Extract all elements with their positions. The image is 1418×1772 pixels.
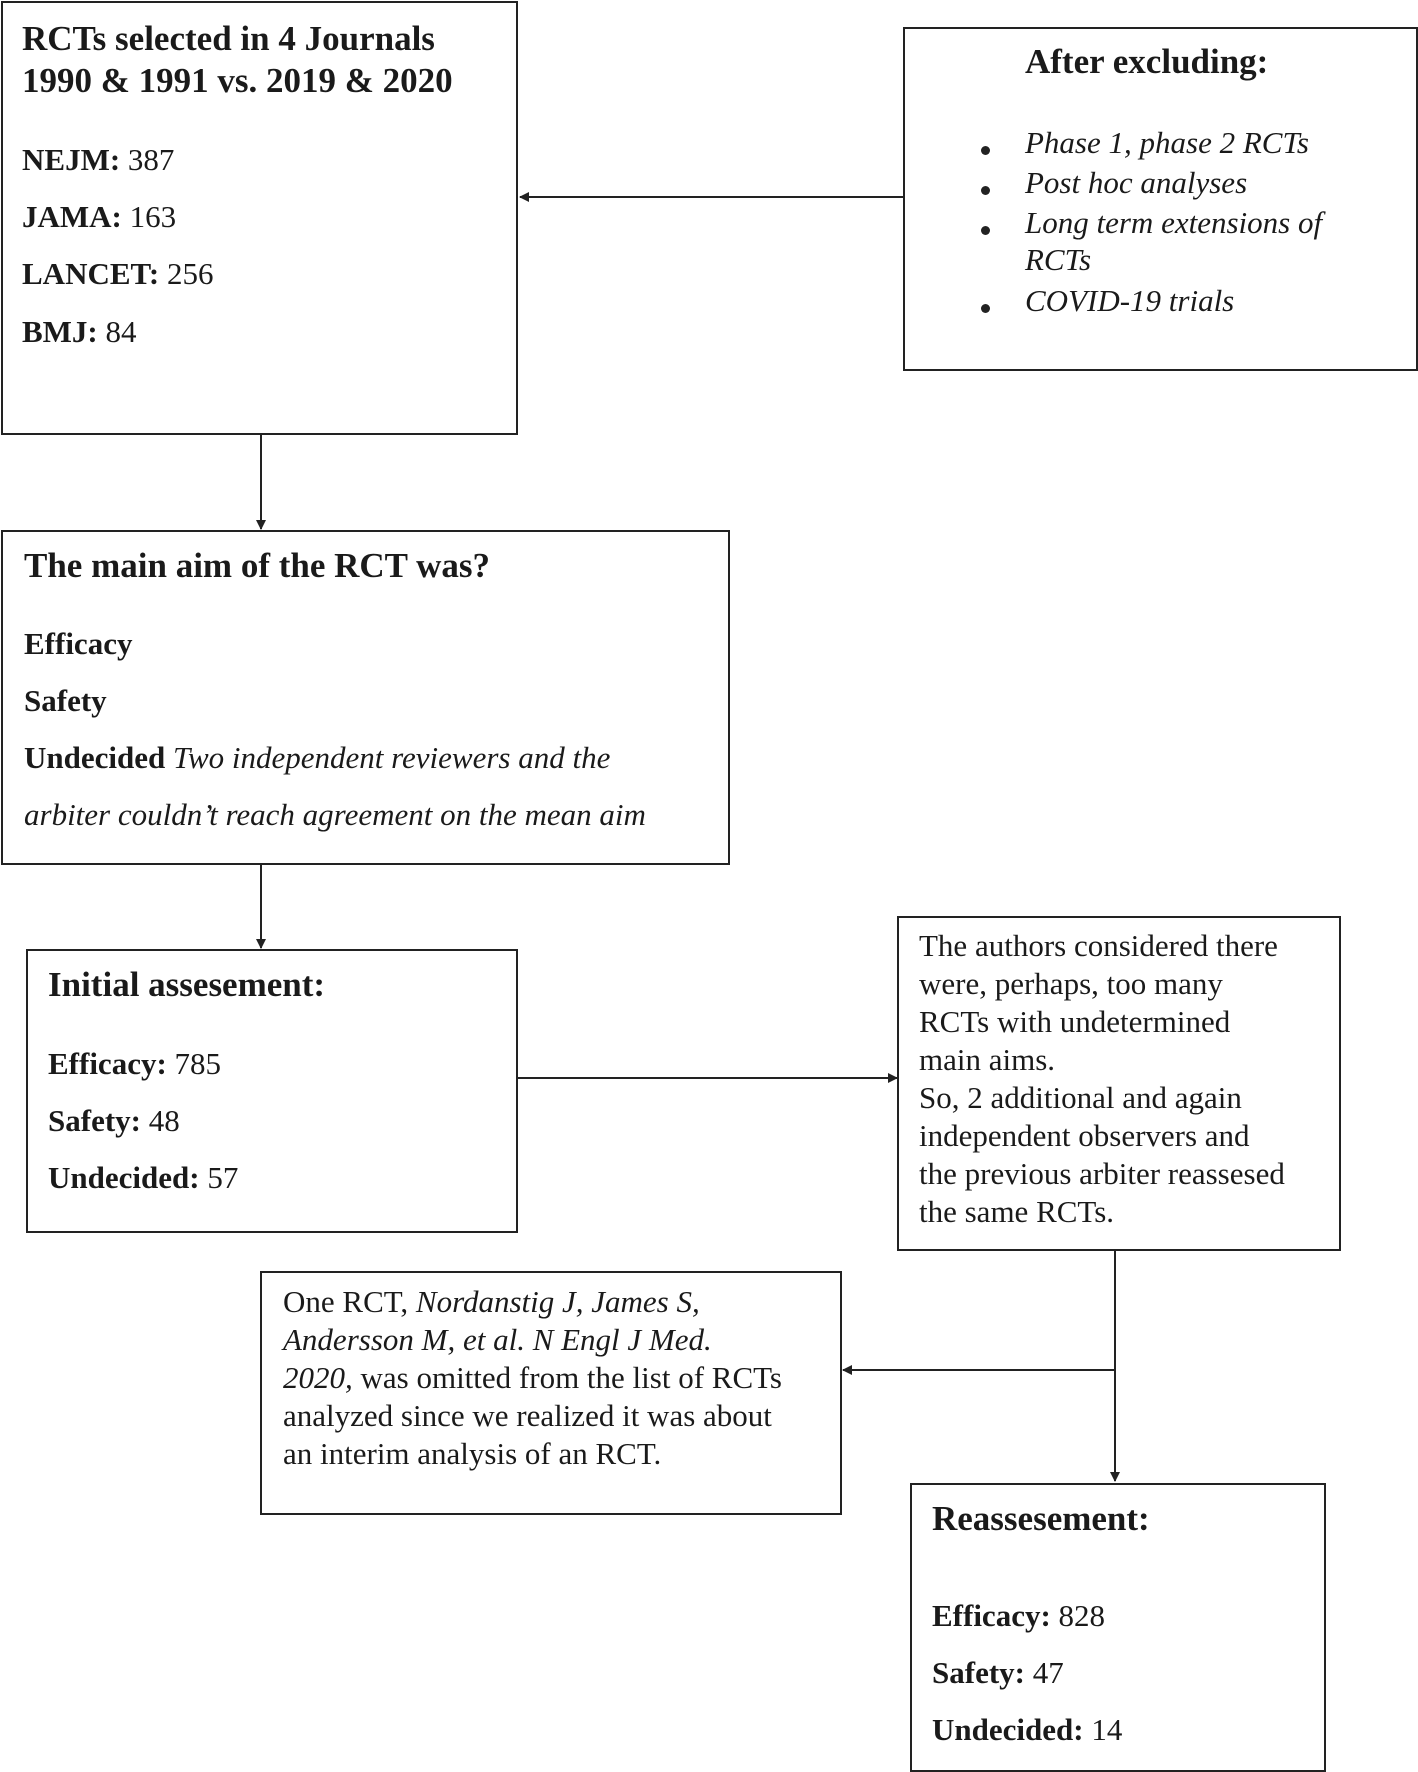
- omitted-line3: 2020, was omitted from the list of RCTs: [283, 1360, 782, 1395]
- initial-row-efficacy: Efficacy: 785: [48, 1046, 222, 1081]
- authors-line: RCTs with undetermined: [919, 1004, 1231, 1039]
- bullet-icon: [981, 186, 990, 195]
- bullet-icon: [981, 226, 990, 235]
- bullet-icon: [981, 304, 990, 313]
- selected-rcts-box: RCTs selected in 4 Journals 1990 & 1991 …: [1, 1, 518, 435]
- authors-line: So, 2 additional and again: [919, 1080, 1242, 1115]
- authors-line: the same RCTs.: [919, 1194, 1115, 1229]
- reassessment-box: Reassesement: Efficacy: 828 Safety: 47 U…: [910, 1483, 1326, 1772]
- bullet-icon: [981, 146, 990, 155]
- authors-line: The authors considered there: [919, 928, 1278, 963]
- excluding-item-covid: COVID-19 trials: [1025, 283, 1235, 318]
- aim-option-safety: Safety: [24, 683, 107, 718]
- initial-assessment-box: Initial assesement: Efficacy: 785 Safety…: [26, 949, 518, 1233]
- selected-title-line1: RCTs selected in 4 Journals: [22, 19, 435, 58]
- excluding-item-longterm-cont: RCTs: [1025, 242, 1092, 277]
- aim-option-undecided: Undecided Two independent reviewers and …: [24, 740, 611, 775]
- omitted-line5: an interim analysis of an RCT.: [283, 1436, 662, 1471]
- selected-row-jama: JAMA: 163: [22, 199, 177, 234]
- aim-undecided-note: arbiter couldn’t reach agreement on the …: [24, 797, 646, 832]
- initial-title: Initial assesement:: [48, 965, 326, 1004]
- excluding-item-phase: Phase 1, phase 2 RCTs: [1025, 125, 1309, 160]
- omitted-line2: Andersson M, et al. N Engl J Med.: [283, 1322, 712, 1357]
- selected-row-bmj: BMJ: 84: [22, 314, 137, 349]
- reassess-title: Reassesement:: [932, 1499, 1150, 1538]
- reassess-row-efficacy: Efficacy: 828: [932, 1598, 1106, 1633]
- selected-row-nejm: NEJM: 387: [22, 142, 175, 177]
- reassess-row-undecided: Undecided: 14: [932, 1712, 1123, 1747]
- excluding-title: After excluding:: [1025, 42, 1269, 81]
- main-aim-box: The main aim of the RCT was? Efficacy Sa…: [1, 530, 730, 865]
- initial-row-safety: Safety: 48: [48, 1103, 180, 1138]
- authors-line: main aims.: [919, 1042, 1056, 1077]
- selected-row-lancet: LANCET: 256: [22, 256, 214, 291]
- authors-note-box: The authors considered there were, perha…: [897, 916, 1341, 1251]
- omitted-line4: analyzed since we realized it was about: [283, 1398, 772, 1433]
- aim-title: The main aim of the RCT was?: [24, 546, 491, 585]
- reassess-row-safety: Safety: 47: [932, 1655, 1064, 1690]
- excluding-item-longterm: Long term extensions of: [1025, 205, 1323, 240]
- selected-title-line2: 1990 & 1991 vs. 2019 & 2020: [22, 61, 453, 100]
- omitted-line1: One RCT, Nordanstig J, James S,: [283, 1284, 700, 1319]
- authors-line: independent observers and: [919, 1118, 1250, 1153]
- after-excluding-box: After excluding: Phase 1, phase 2 RCTs P…: [903, 27, 1418, 371]
- authors-line: were, perhaps, too many: [919, 966, 1223, 1001]
- omitted-rct-box: One RCT, Nordanstig J, James S, Andersso…: [260, 1271, 842, 1515]
- aim-option-efficacy: Efficacy: [24, 626, 133, 661]
- authors-line: the previous arbiter reassesed: [919, 1156, 1285, 1191]
- excluding-item-posthoc: Post hoc analyses: [1025, 165, 1248, 200]
- initial-row-undecided: Undecided: 57: [48, 1160, 239, 1195]
